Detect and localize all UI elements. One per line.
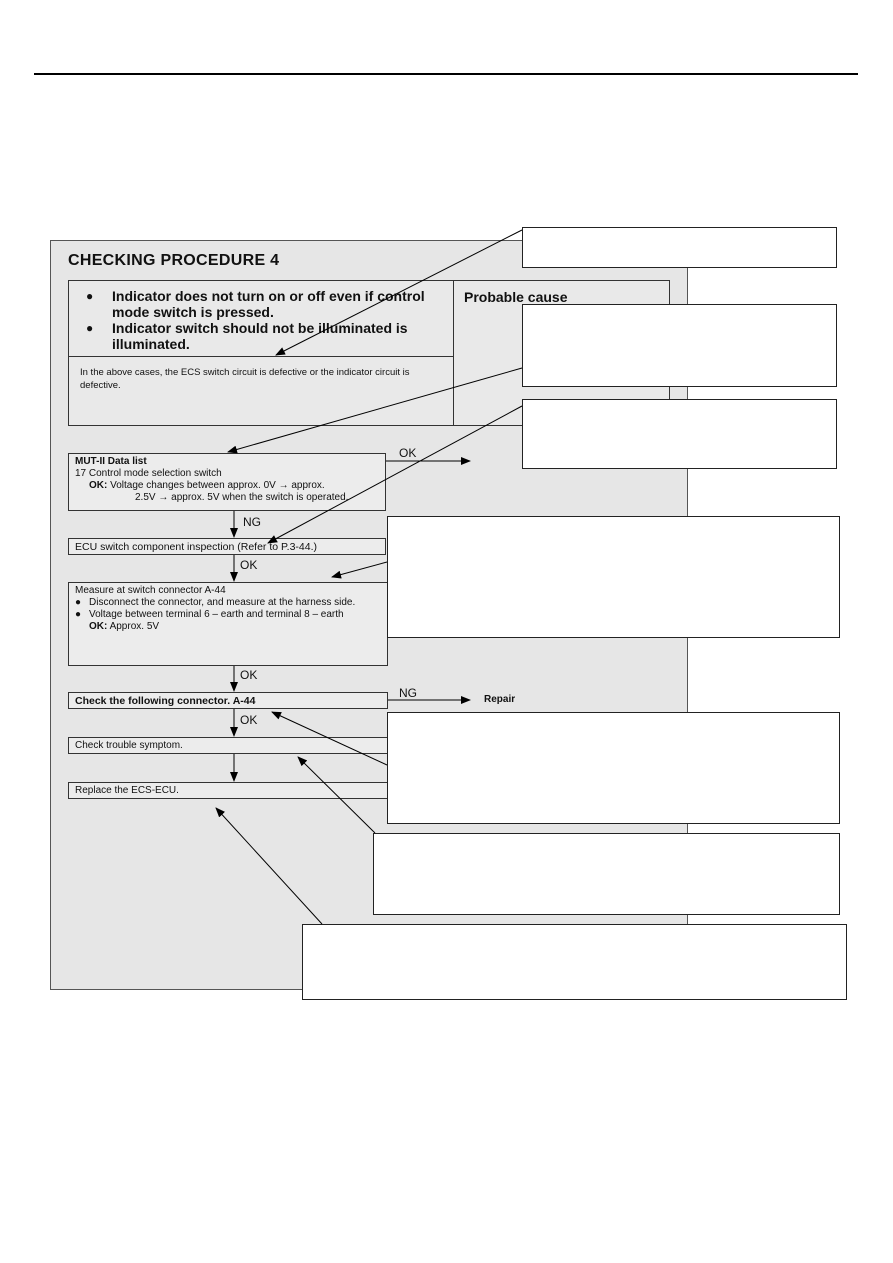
probable-cause-header: Probable cause (464, 289, 568, 305)
ok-label: OK: (89, 480, 108, 491)
step-title: MUT-II Data list (75, 456, 147, 467)
ok-label: OK (240, 713, 258, 727)
ok-label: OK: (89, 621, 108, 632)
symptom-item: Indicator switch should not be illuminat… (86, 320, 448, 352)
ng-label: NG (399, 686, 417, 700)
annotation-box (373, 833, 840, 915)
ok-text: Voltage changes between approx. 0V → app… (110, 480, 325, 491)
ok-text: Approx. 5V (109, 621, 160, 632)
table-divider (68, 356, 453, 357)
step-replace-ecu: Replace the ECS-ECU. (68, 782, 388, 799)
header-rule (34, 73, 858, 75)
annotation-box (387, 516, 840, 638)
step-text: Replace the ECS-ECU. (75, 785, 179, 796)
step-text: Check the following connector. A-44 (75, 695, 256, 707)
bullet-text: Voltage between terminal 6 – earth and t… (89, 609, 344, 620)
page-title: CHECKING PROCEDURE 4 (68, 252, 280, 269)
annotation-box (522, 304, 837, 387)
bullet-text: Disconnect the connector, and measure at… (89, 597, 356, 608)
step-line: 17 Control mode selection switch (75, 468, 222, 479)
repair-label: Repair (484, 694, 516, 705)
annotation-box (522, 399, 837, 469)
step-title: Measure at switch connector A-44 (75, 585, 226, 596)
step-ok-row: OK: Voltage changes between approx. 0V →… (75, 480, 379, 492)
ok-label: OK (240, 668, 258, 682)
step-bullet: ●Voltage between terminal 6 – earth and … (75, 609, 344, 620)
step-text: Check trouble symptom. (75, 740, 183, 751)
annotation-box (302, 924, 847, 1000)
ng-label: NG (243, 515, 261, 529)
step-check-symptom: Check trouble symptom. (68, 737, 388, 754)
step-measure-connector: Measure at switch connector A-44 ●Discon… (68, 582, 388, 666)
step-ok-row: OK: Approx. 5V (75, 621, 381, 633)
ok-label: OK (399, 446, 417, 460)
step-check-connector: Check the following connector. A-44 (68, 692, 388, 709)
step-mut-data-list: MUT-II Data list 17 Control mode selecti… (68, 453, 386, 511)
annotation-box (522, 227, 837, 268)
ok-label: OK (240, 558, 258, 572)
step-bullet: ●Disconnect the connector, and measure a… (75, 597, 356, 608)
symptom-item: Indicator does not turn on or off even i… (86, 288, 448, 320)
step-text: ECU switch component inspection (Refer t… (75, 541, 318, 553)
table-divider (453, 280, 454, 426)
annotation-box (387, 712, 840, 824)
symptom-explanation: In the above cases, the ECS switch circu… (80, 367, 410, 391)
symptom-list: Indicator does not turn on or off even i… (86, 288, 448, 352)
step-ecu-switch-inspection: ECU switch component inspection (Refer t… (68, 538, 386, 555)
ok-text: 2.5V → approx. 5V when the switch is ope… (135, 492, 349, 503)
